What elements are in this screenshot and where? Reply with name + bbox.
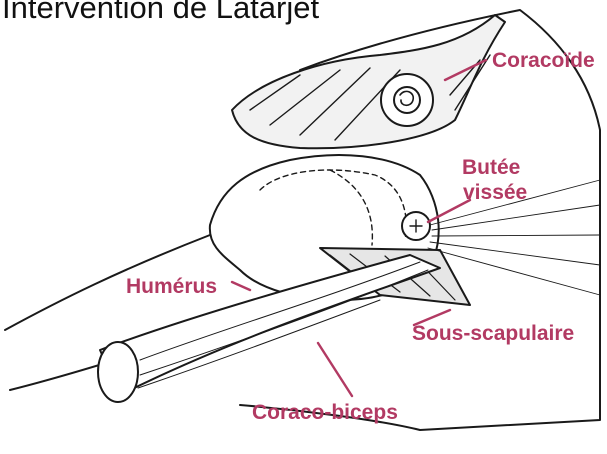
tendon-cut-end — [98, 342, 138, 402]
label-butee-line2: vissée — [463, 181, 527, 205]
label-humerus: Humérus — [126, 275, 217, 299]
leader-humerus — [232, 282, 250, 290]
page-title: Intervention de Latarjet — [2, 0, 319, 28]
label-sous-scapulaire: Sous-scapulaire — [412, 322, 574, 346]
label-butee-line1: Butée — [462, 156, 520, 180]
label-coraco-biceps: Coraco-biceps — [252, 401, 398, 425]
coracoid-process — [232, 15, 505, 148]
leader-coraco-biceps — [318, 343, 352, 396]
label-coracoide: Coracoïde — [492, 49, 595, 73]
